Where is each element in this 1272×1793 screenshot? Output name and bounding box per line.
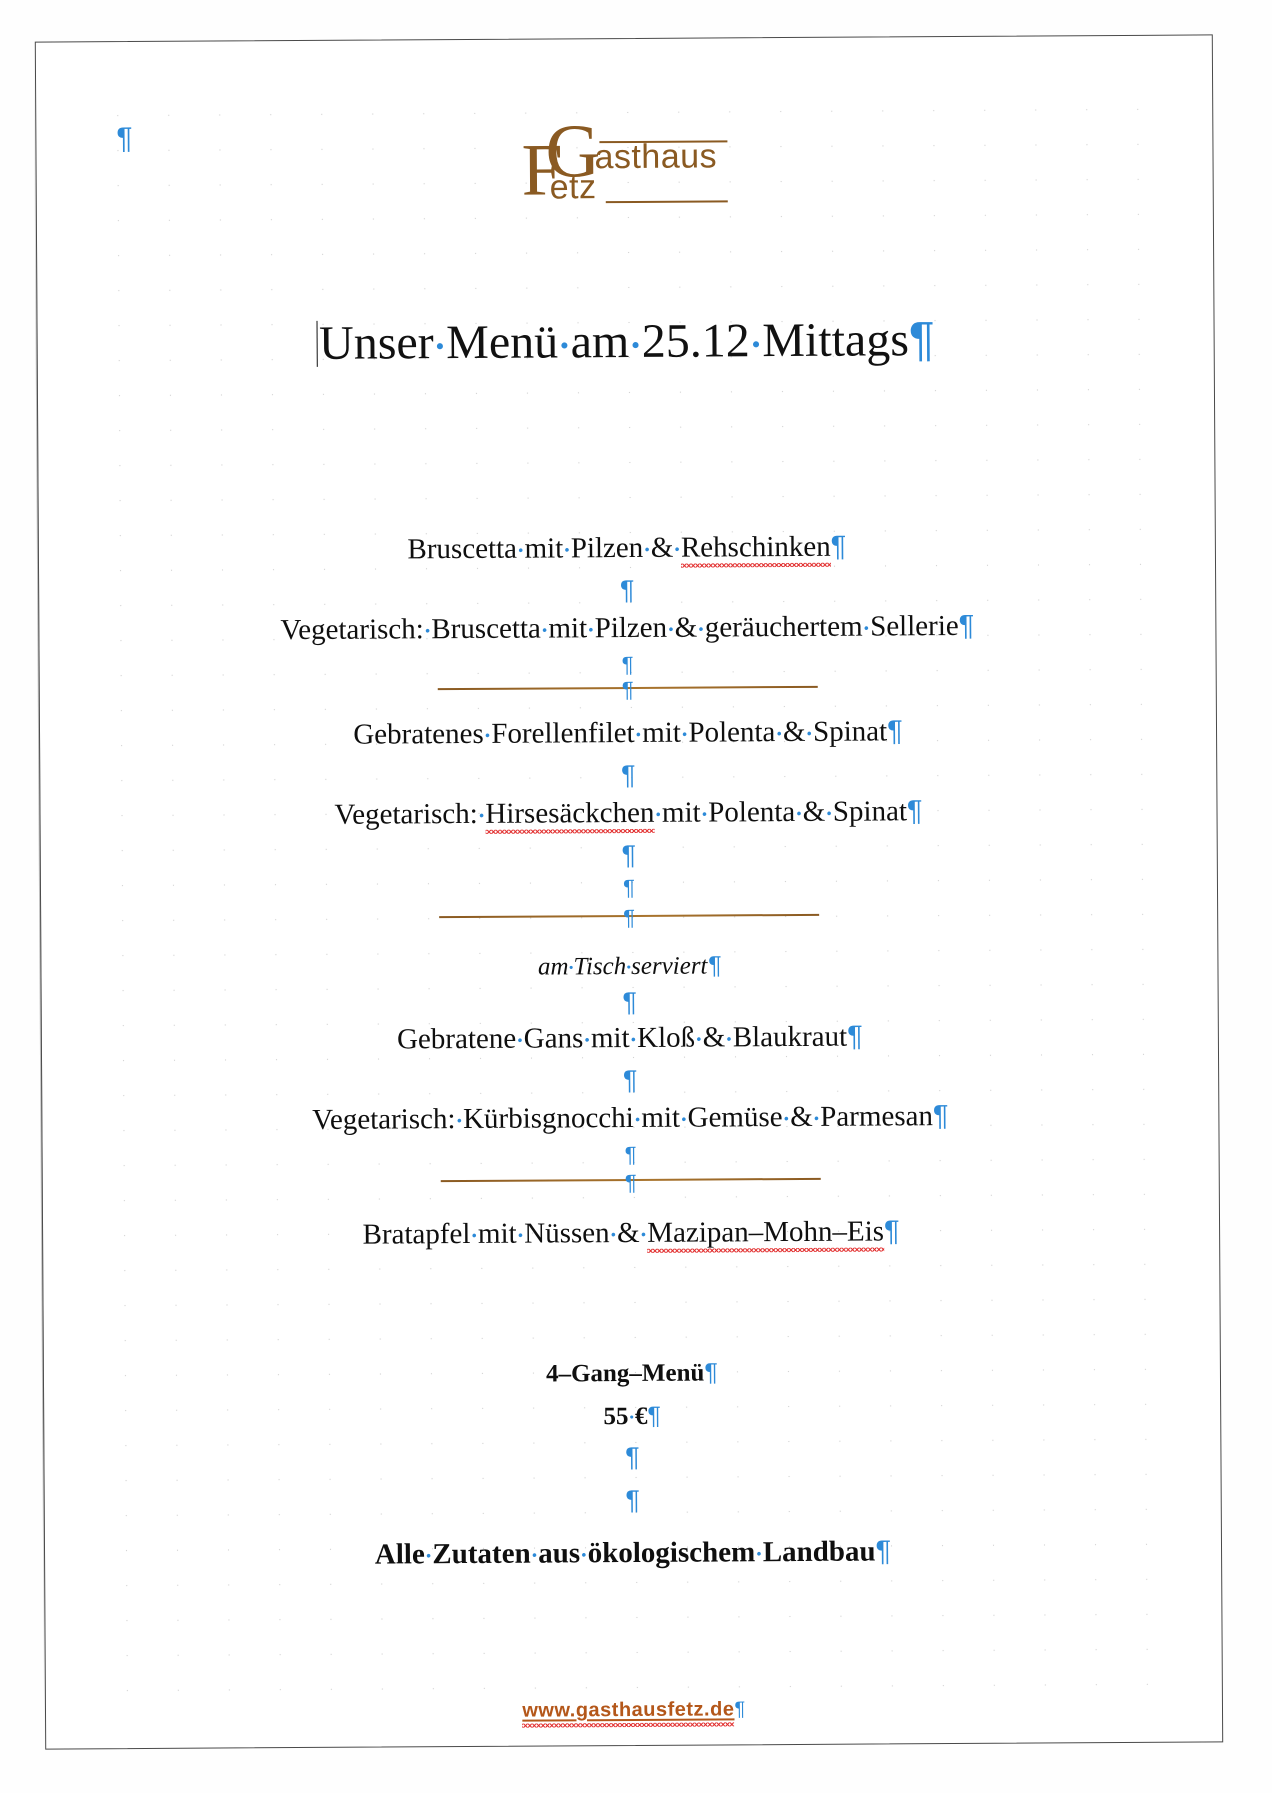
pilcrow-icon: ¶: [847, 1020, 863, 1053]
course-2-veg-suffix: ·mit·Polenta·&·Spinat: [654, 795, 908, 829]
menu-line-served-note[interactable]: am·Tisch·serviert¶: [41, 950, 1217, 982]
empty-paragraph-12: ¶: [44, 1440, 1220, 1474]
title-word-4-date: 25.12: [641, 314, 750, 368]
empty-paragraph-1: ¶: [39, 573, 1215, 607]
course-1-main-text-start: Bruscetta·mit·Pilzen·&·: [407, 531, 681, 566]
title-word-2: Menü: [446, 315, 559, 370]
spellcheck-misspelled-word[interactable]: Rehschinken: [680, 530, 831, 564]
pilcrow-icon: ¶: [908, 313, 935, 367]
organic-claim[interactable]: Alle·Zutaten·aus·ökologischem·Landbau¶: [45, 1535, 1221, 1571]
pilcrow-icon: ¶: [625, 1484, 641, 1516]
page-title[interactable]: Unser·Menü·am·25.12·Mittags¶: [37, 310, 1213, 372]
title-word-3: am: [570, 314, 630, 369]
empty-paragraph-4: ¶: [40, 758, 1216, 792]
pilcrow-icon: ¶: [707, 951, 721, 980]
menu-price-label[interactable]: 4–Gang–Menü¶: [44, 1357, 1220, 1389]
space-mark-icon: ·: [749, 324, 763, 366]
course-3-veg-text: Vegetarisch:·Kürbisgnocchi·mit·Gemüse·&·…: [312, 1100, 934, 1136]
empty-paragraph-3: ¶: [40, 675, 1216, 704]
pilcrow-icon: ¶: [906, 795, 923, 828]
menu-line-course-2-vegetarian[interactable]: Vegetarisch:·Hirsesäckchen·mit·Polenta·&…: [40, 795, 1216, 831]
empty-paragraph-8: ¶: [42, 985, 1218, 1019]
title-word-5: Mittags: [762, 313, 910, 368]
menu-course-count-label: 4–Gang–Menü: [545, 1359, 705, 1388]
title-word-1: Unser: [318, 316, 434, 370]
document-content: ¶ F G asthaus etz Unser·Menü·am·25.12·: [36, 35, 1222, 1748]
dessert-text-start: Bratapfel·mit·Nüssen·&·: [362, 1216, 648, 1251]
space-mark-icon: ·: [629, 325, 642, 367]
spellcheck-misspelled-word[interactable]: Hirsesäckchen: [485, 796, 655, 830]
course-1-veg-text: Vegetarisch:·Bruscetta·mit·Pilzen·&·gerä…: [280, 609, 959, 647]
pilcrow-icon: ¶: [622, 874, 635, 901]
pilcrow-icon: ¶: [624, 1141, 637, 1168]
organic-claim-text: Alle·Zutaten·aus·ökologischem·Landbau: [374, 1535, 876, 1571]
website-url-text[interactable]: www.gasthausfetz.de: [522, 1698, 735, 1722]
restaurant-logo: F G asthaus etz: [36, 107, 1213, 212]
pilcrow-icon: ¶: [883, 1215, 900, 1248]
pilcrow-icon: ¶: [647, 1401, 662, 1430]
menu-line-course-3-vegetarian[interactable]: Vegetarisch:·Kürbisgnocchi·mit·Gemüse·&·…: [42, 1100, 1218, 1136]
pilcrow-icon: ¶: [621, 651, 634, 678]
price-text: 55·€: [603, 1402, 648, 1431]
pilcrow-icon: ¶: [620, 759, 636, 791]
footer-website-link[interactable]: www.gasthausfetz.de¶: [46, 1695, 1222, 1725]
menu-line-course-2-main[interactable]: Gebratenes·Forellenfilet·mit·Polenta·&·S…: [40, 715, 1216, 751]
menu-line-course-1-vegetarian[interactable]: Vegetarisch:·Bruscetta·mit·Pilzen·&·gerä…: [39, 610, 1215, 646]
space-mark-icon: ·: [433, 326, 447, 368]
logo-word-gasthaus: asthaus: [594, 137, 718, 177]
empty-paragraph-9: ¶: [42, 1063, 1218, 1097]
pilcrow-icon: ¶: [734, 1698, 746, 1721]
pilcrow-icon: ¶: [621, 676, 634, 703]
pilcrow-icon: ¶: [887, 715, 903, 748]
logo-rule-bottom: [605, 200, 728, 204]
course-2-main-text: Gebratenes·Forellenfilet·mit·Polenta·&·S…: [353, 715, 888, 751]
pilcrow-icon: ¶: [875, 1535, 892, 1568]
pilcrow-icon: ¶: [622, 986, 638, 1018]
course-3-main-text: Gebratene·Gans·mit·Kloß·&·Blaukraut: [396, 1020, 848, 1056]
pilcrow-icon: ¶: [958, 609, 975, 642]
document-page-wrapper: ¶ F G asthaus etz Unser·Menü·am·25.12·: [34, 34, 1224, 1750]
pilcrow-icon: ¶: [621, 839, 637, 871]
empty-paragraph-6: ¶: [41, 873, 1217, 902]
empty-paragraph-7: ¶: [41, 903, 1217, 932]
spellcheck-misspelled-word[interactable]: Mazipan–Mohn–Eis: [647, 1215, 885, 1249]
space-mark-icon: ·: [558, 325, 571, 367]
served-note-text: am·Tisch·serviert: [537, 952, 708, 981]
menu-line-course-1-main[interactable]: Bruscetta·mit·Pilzen·&·Rehschinken¶: [39, 530, 1215, 566]
empty-paragraph-2: ¶: [40, 650, 1216, 679]
course-2-veg-prefix: Vegetarisch:·: [334, 797, 486, 831]
empty-paragraph-5: ¶: [41, 838, 1217, 872]
menu-line-course-4-dessert[interactable]: Bratapfel·mit·Nüssen·&·Mazipan–Mohn–Eis¶: [43, 1215, 1219, 1251]
empty-paragraph-11: ¶: [43, 1168, 1219, 1197]
pilcrow-icon: ¶: [704, 1358, 718, 1387]
logo-word-fetz: etz: [549, 168, 597, 207]
pilcrow-icon: ¶: [619, 574, 635, 606]
empty-paragraph-13: ¶: [45, 1483, 1221, 1517]
empty-paragraph-10: ¶: [43, 1140, 1219, 1169]
menu-price-value[interactable]: 55·€¶: [44, 1400, 1220, 1432]
pilcrow-icon: ¶: [932, 1100, 949, 1133]
logo-inner: F G asthaus etz: [519, 109, 730, 212]
pilcrow-icon: ¶: [830, 530, 847, 563]
pilcrow-icon: ¶: [625, 1441, 640, 1473]
pilcrow-icon: ¶: [623, 904, 636, 931]
pilcrow-icon: ¶: [624, 1169, 637, 1196]
document-page[interactable]: ¶ F G asthaus etz Unser·Menü·am·25.12·: [34, 34, 1224, 1750]
pilcrow-icon: ¶: [622, 1064, 638, 1096]
menu-line-course-3-main[interactable]: Gebratene·Gans·mit·Kloß·&·Blaukraut¶: [42, 1020, 1218, 1056]
